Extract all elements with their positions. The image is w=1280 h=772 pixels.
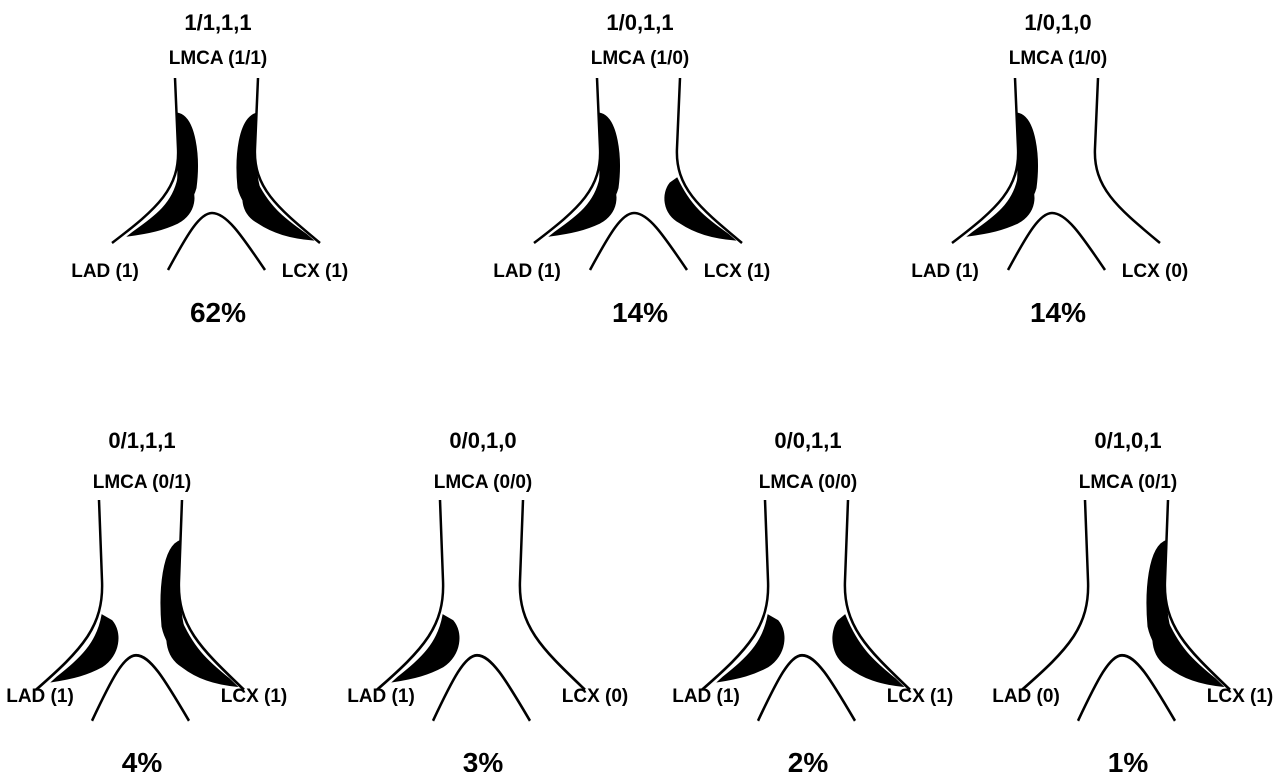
plaque-lcx (166, 614, 239, 688)
medina-code: 1/0,1,0 (1024, 10, 1091, 35)
plaque-lcx (832, 614, 905, 688)
left-vessel-wall (35, 499, 104, 691)
left-vessel-wall (376, 499, 445, 691)
lcx-label: LCX (0) (562, 686, 629, 707)
vessel-drawing (111, 77, 321, 271)
carina-wall (1006, 211, 1107, 271)
lmca-label: LMCA (0/0) (434, 472, 533, 493)
vessel-drawing (533, 77, 743, 271)
vessel-drawing (376, 499, 586, 722)
lcx-label: LCX (1) (704, 261, 771, 282)
left-vessel-wall (111, 77, 180, 244)
carina-wall (431, 653, 532, 722)
vessel-drawing (35, 499, 245, 722)
plaque-lad (966, 177, 1035, 237)
lmca-label: LMCA (0/1) (93, 472, 192, 493)
lad-label: LAD (1) (71, 261, 139, 282)
vessel-drawing (951, 77, 1161, 271)
lcx-label: LCX (1) (221, 686, 288, 707)
medina-code: 1/1,1,1 (184, 10, 251, 35)
plaque-lcx (242, 177, 315, 241)
vessel-drawing (701, 499, 911, 722)
percentage: 4% (122, 747, 163, 772)
percentage: 62% (190, 297, 246, 328)
right-vessel-wall (177, 499, 245, 691)
lmca-label: LMCA (0/1) (1079, 472, 1178, 493)
plaque-lad (716, 614, 785, 683)
percentage: 1% (1108, 747, 1149, 772)
carina-wall (588, 211, 689, 271)
right-vessel-wall (1163, 499, 1231, 691)
medina-code: 1/0,1,1 (606, 10, 673, 35)
lcx-label: LCX (0) (1122, 261, 1189, 282)
right-vessel-wall (843, 499, 911, 691)
lad-label: LAD (1) (347, 686, 415, 707)
carina-wall (756, 653, 857, 722)
lad-label: LAD (0) (992, 686, 1060, 707)
plaque-lcx (664, 177, 737, 241)
right-vessel-wall (253, 77, 321, 244)
right-vessel-wall (518, 499, 586, 691)
lcx-label: LCX (1) (1207, 686, 1274, 707)
lmca-label: LMCA (0/0) (759, 472, 858, 493)
plaque-lad (126, 177, 195, 237)
left-vessel-wall (951, 77, 1020, 244)
percentage: 3% (463, 747, 504, 772)
medina-code: 0/1,1,1 (108, 428, 175, 453)
plaque-lad (50, 614, 119, 683)
left-vessel-wall (1021, 499, 1090, 691)
lad-label: LAD (1) (672, 686, 740, 707)
lad-label: LAD (1) (493, 261, 561, 282)
lmca-label: LMCA (1/1) (169, 48, 268, 69)
percentage: 2% (788, 747, 829, 772)
plaque-lad (391, 614, 460, 683)
medina-code: 0/0,1,0 (449, 428, 516, 453)
medina-code: 0/1,0,1 (1094, 428, 1161, 453)
lmca-label: LMCA (1/0) (591, 48, 690, 69)
left-vessel-wall (701, 499, 770, 691)
left-vessel-wall (533, 77, 602, 244)
lad-label: LAD (1) (6, 686, 74, 707)
carina-wall (90, 653, 191, 722)
lad-label: LAD (1) (911, 261, 979, 282)
right-vessel-wall (1093, 77, 1161, 244)
plaque-lad (548, 177, 617, 237)
lmca-label: LMCA (1/0) (1009, 48, 1108, 69)
plaque-lcx (1152, 614, 1225, 688)
carina-wall (166, 211, 267, 271)
right-vessel-wall (675, 77, 743, 244)
carina-wall (1076, 653, 1177, 722)
percentage: 14% (612, 297, 668, 328)
percentage: 14% (1030, 297, 1086, 328)
medina-code: 0/0,1,1 (774, 428, 841, 453)
vessel-drawing (1021, 499, 1231, 722)
lcx-label: LCX (1) (282, 261, 349, 282)
lcx-label: LCX (1) (887, 686, 954, 707)
